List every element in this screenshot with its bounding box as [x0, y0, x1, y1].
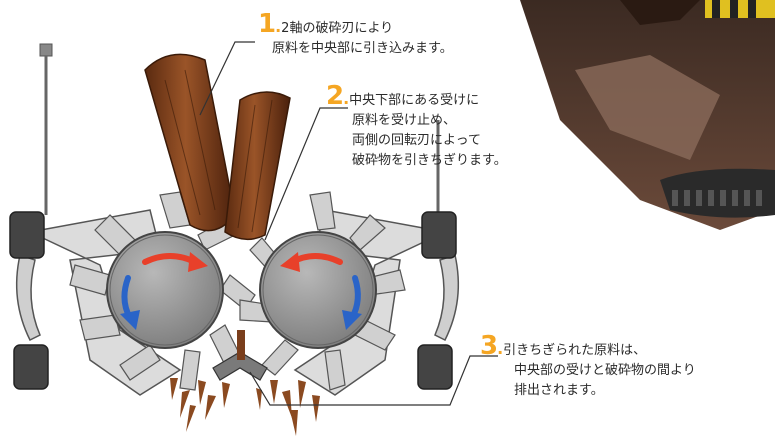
annotation-1: 1.2軸の破砕刃により 原料を中央部に引き込みます。 [258, 11, 453, 59]
annotation-1-line-1: 2軸の破砕刃により [281, 21, 394, 36]
left-red-arrowhead-icon [188, 252, 208, 272]
leader-lines [199, 41, 498, 406]
annotation-1-line-2: 原料を中央部に引き込みます。 [272, 41, 453, 56]
annotation-2-line-2: 原料を受け止め、 [352, 113, 457, 128]
right-red-arrowhead-icon [280, 252, 300, 272]
left-rotor-hub [109, 234, 221, 346]
wood-log-left [144, 53, 236, 232]
annotation-3-line-3: 排出されます。 [514, 383, 604, 398]
rotation-arrows [120, 252, 362, 330]
leader-line-1 [199, 41, 255, 116]
annotation-2-line-4: 破砕物を引きちぎります。 [352, 153, 507, 168]
annotation-3: 3.引きちぎられた原料は、 中央部の受けと破砕物の間より 排出されます。 [480, 333, 696, 401]
right-rotor-hub [262, 234, 374, 346]
left-rotor-teeth [69, 191, 256, 391]
annotation-2-number: 2 [326, 81, 344, 111]
leader-line-3 [249, 355, 498, 406]
annotation-2: 2.中央下部にある受けに 原料を受け止め、 両側の回転刃によって 破砕物を引きち… [326, 83, 507, 171]
annotation-1-dot: . [275, 17, 282, 36]
housing-wheels [9, 211, 457, 390]
debris-chips [170, 378, 320, 436]
center-receiver [212, 330, 268, 381]
wood-log-right [224, 91, 291, 241]
annotation-3-dot: . [497, 339, 504, 358]
annotation-3-line-2: 中央部の受けと破砕物の間より [514, 363, 696, 378]
left-blue-arrowhead-icon [120, 310, 140, 330]
annotation-3-line-1: 引きちぎられた原料は、 [503, 343, 647, 358]
leader-line-2 [264, 107, 348, 241]
right-blue-arrowhead-icon [342, 310, 362, 330]
machine-photo [520, 0, 775, 230]
annotation-1-number: 1 [258, 9, 276, 39]
annotation-2-line-1: 中央下部にある受けに [349, 93, 480, 108]
annotation-3-number: 3 [480, 331, 498, 361]
annotation-2-dot: . [343, 89, 350, 108]
annotation-2-line-3: 両側の回転刃によって [352, 133, 481, 148]
left-mount [39, 43, 53, 215]
